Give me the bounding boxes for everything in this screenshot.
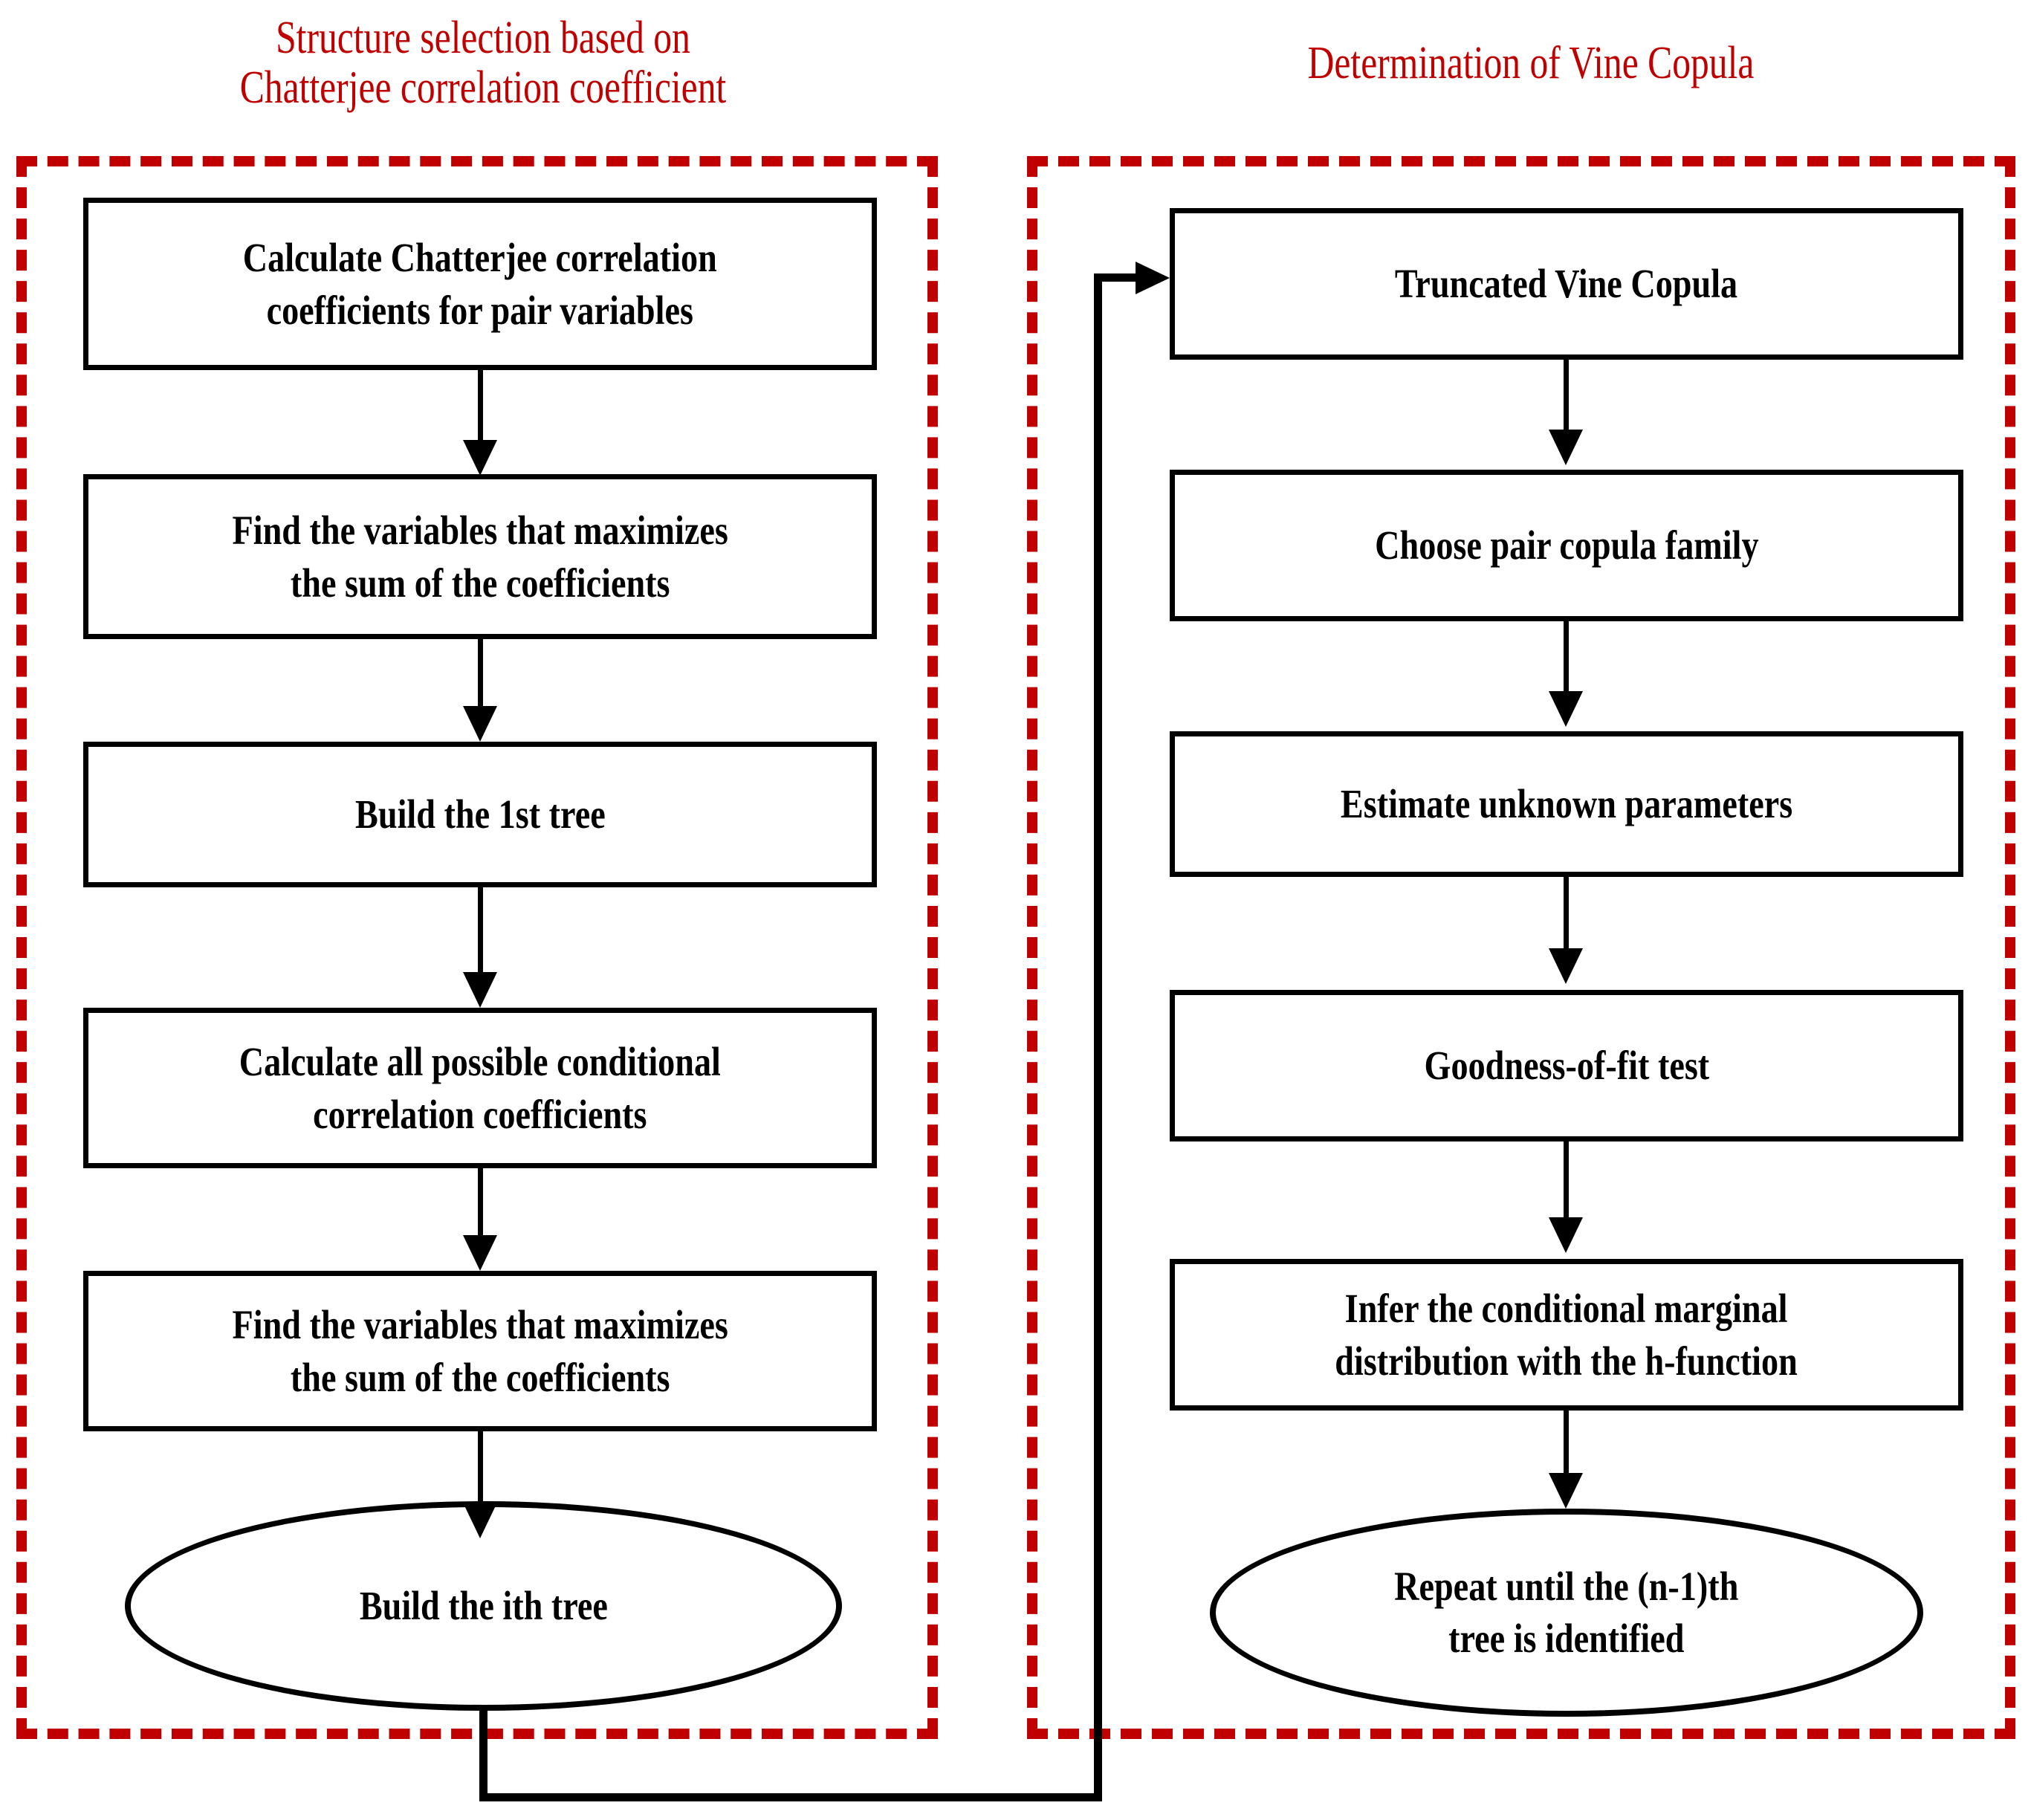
connector-edge-3-line [478,887,483,975]
node-estimate-parameters[interactable]: Estimate unknown parameters [1170,731,1963,877]
connector-edge-10-arrowhead [1549,1473,1583,1509]
node-find-max-1[interactable]: Find the variables that maximizes the su… [83,474,877,639]
node-calc-chatterjee-label: Calculate Chatterjee correlation coeffic… [242,234,718,334]
connector-edge-2-arrowhead [463,706,497,742]
connector-loop-entry-segment [1094,273,1143,282]
node-find-max-1-label: Find the variables that maximizes the su… [232,507,728,606]
node-truncated-vine-copula[interactable]: Truncated Vine Copula [1170,208,1963,360]
node-infer-conditional[interactable]: Infer the conditional marginal distribut… [1170,1259,1963,1411]
node-estimate-parameters-label: Estimate unknown parameters [1340,781,1793,827]
connector-loop-bottom-segment [479,1793,1102,1801]
node-find-max-2[interactable]: Find the variables that maximizes the su… [83,1271,877,1431]
connector-edge-8-arrowhead [1549,948,1583,984]
connector-edge-4-line [478,1168,483,1237]
connector-edge-5-arrowhead [463,1503,497,1538]
connector-edge-9-arrowhead [1549,1217,1583,1253]
connector-edge-9-line [1564,1141,1569,1222]
node-calc-conditional-label: Calculate all possible conditional corre… [239,1038,722,1138]
connector-edge-10-line [1564,1411,1569,1476]
connector-edge-3-arrowhead [463,972,497,1008]
connector-edge-2-line [478,639,483,707]
connector-loop-arrowhead [1136,262,1170,294]
connector-edge-5-line [478,1431,483,1507]
node-repeat-until[interactable]: Repeat until the (n-1)th tree is identif… [1210,1509,1923,1717]
node-calc-chatterjee[interactable]: Calculate Chatterjee correlation coeffic… [83,198,877,370]
node-choose-pair-copula[interactable]: Choose pair copula family [1170,470,1963,621]
connector-edge-1-line [478,370,483,444]
node-choose-pair-copula-label: Choose pair copula family [1374,522,1759,569]
node-build-first-tree-label: Build the 1st tree [354,791,606,838]
node-find-max-2-label: Find the variables that maximizes the su… [232,1301,728,1401]
node-truncated-vine-copula-label: Truncated Vine Copula [1395,261,1738,307]
connector-edge-1-arrowhead [463,440,497,476]
connector-loop-up-segment [1094,273,1102,1801]
connector-edge-4-arrowhead [463,1235,497,1271]
node-calc-conditional[interactable]: Calculate all possible conditional corre… [83,1008,877,1168]
node-repeat-until-label: Repeat until the (n-1)th tree is identif… [1394,1563,1739,1661]
node-goodness-of-fit[interactable]: Goodness-of-fit test [1170,990,1963,1141]
node-goodness-of-fit-label: Goodness-of-fit test [1424,1043,1709,1089]
node-infer-conditional-label: Infer the conditional marginal distribut… [1335,1285,1798,1385]
panel-title-structure-selection: Structure selection based on Chatterjee … [239,13,727,113]
panel-frame-structure-selection [16,156,938,1739]
connector-edge-7-arrowhead [1549,691,1583,727]
panel-title-vine-copula-determination: Determination of Vine Copula [1307,38,1755,88]
connector-edge-6-arrowhead [1549,430,1583,465]
connector-loop-down-segment [479,1706,487,1801]
connector-edge-8-line [1564,877,1569,951]
connector-edge-7-line [1564,621,1569,696]
connector-edge-6-line [1564,360,1569,434]
node-build-ith-tree-label: Build the ith tree [359,1582,608,1628]
node-build-first-tree[interactable]: Build the 1st tree [83,742,877,887]
panel-frame-vine-copula-determination [1027,156,2015,1739]
